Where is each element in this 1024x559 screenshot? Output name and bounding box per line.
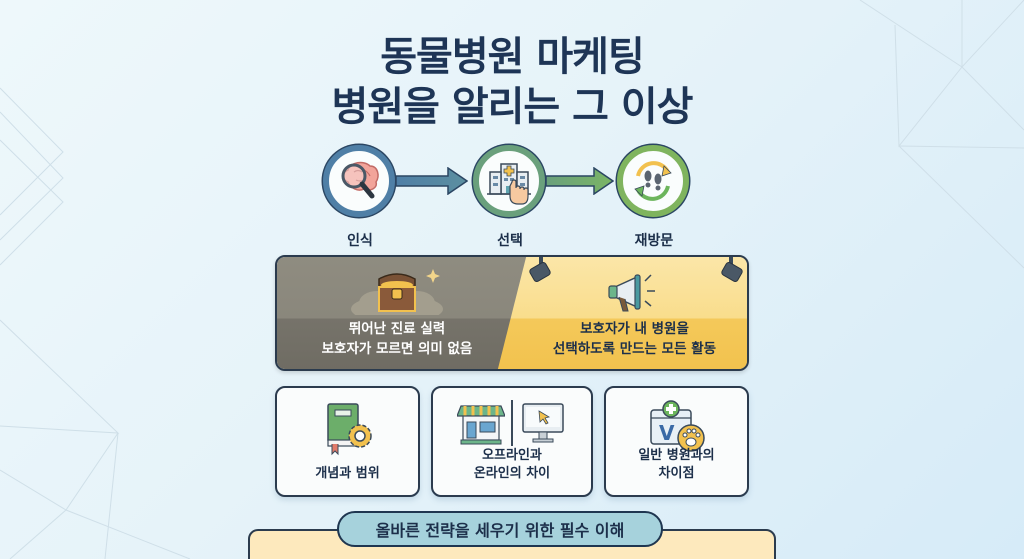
card-label-line-1: 개념과 범위	[315, 466, 380, 481]
arrow-right-icon	[396, 167, 468, 195]
step-label-choice: 선택	[497, 233, 523, 249]
card-label: 오프라인과 온라인의 차이	[433, 447, 591, 483]
card-label-line-1: 오프라인과	[482, 448, 542, 463]
divider	[511, 400, 513, 446]
card-vs-general-hospital[interactable]: V 일반 병원과의 차이점	[604, 386, 749, 497]
banner-left-line-1: 뛰어난 진료 실력	[348, 321, 446, 337]
storefront-icon	[457, 405, 505, 445]
treasure-chest-icon	[351, 269, 443, 315]
banner-left-text: 뛰어난 진료 실력 보호자가 모르면 의미 없음	[287, 319, 507, 359]
step-awareness	[323, 145, 395, 217]
book-gear-icon	[326, 403, 372, 456]
title-line-1: 동물병원 마케팅	[380, 34, 645, 80]
vet-paw-icon: V	[649, 400, 705, 452]
brain-magnifier-icon	[341, 161, 379, 199]
banner-right-line-2: 선택하도록 만드는 모든 활동	[552, 341, 717, 357]
hospital-tap-icon	[487, 163, 531, 205]
step-revisit	[617, 145, 689, 217]
step-choice	[473, 145, 545, 217]
journey-flow: 인식 선택 재방문	[320, 145, 710, 255]
banner-right-panel: 보호자가 내 병원을 선택하도록 만드는 모든 활동	[497, 257, 747, 369]
step-label-awareness: 인식	[347, 233, 373, 249]
card-label: 일반 병원과의 차이점	[606, 447, 747, 483]
title-line-2: 병원을 알리는 그 이상	[331, 84, 694, 130]
footprints-cycle-icon	[634, 161, 672, 201]
page-title: 동물병원 마케팅 병원을 알리는 그 이상	[0, 32, 1024, 132]
card-offline-online[interactable]: 오프라인과 온라인의 차이	[431, 386, 593, 497]
banner-right-line-1: 보호자가 내 병원을	[580, 321, 689, 337]
comparison-banner: 뛰어난 진료 실력 보호자가 모르면 의미 없음 보호자가 내 병원을 선택하도…	[275, 255, 749, 371]
spotlight-right-icon	[721, 257, 743, 282]
step-label-revisit: 재방문	[634, 233, 674, 249]
banner-right-text: 보호자가 내 병원을 선택하도록 만드는 모든 활동	[522, 319, 747, 359]
section-heading-pill: 올바른 전략을 세우기 위한 필수 이해	[337, 511, 663, 547]
banner-left-line-2: 보호자가 모르면 의미 없음	[321, 341, 473, 357]
monitor-cursor-icon	[522, 403, 564, 443]
card-label-line-1: 일반 병원과의	[638, 448, 715, 463]
svg-text:V: V	[659, 421, 675, 445]
megaphone-icon	[608, 274, 655, 312]
card-label-line-2: 온라인의 차이	[473, 466, 551, 481]
arrow-right-icon	[546, 167, 614, 195]
card-concept-scope[interactable]: 개념과 범위	[275, 386, 420, 497]
card-label: 개념과 범위	[277, 465, 418, 483]
card-label-line-2: 차이점	[658, 466, 695, 481]
spotlight-left-icon	[529, 257, 551, 282]
